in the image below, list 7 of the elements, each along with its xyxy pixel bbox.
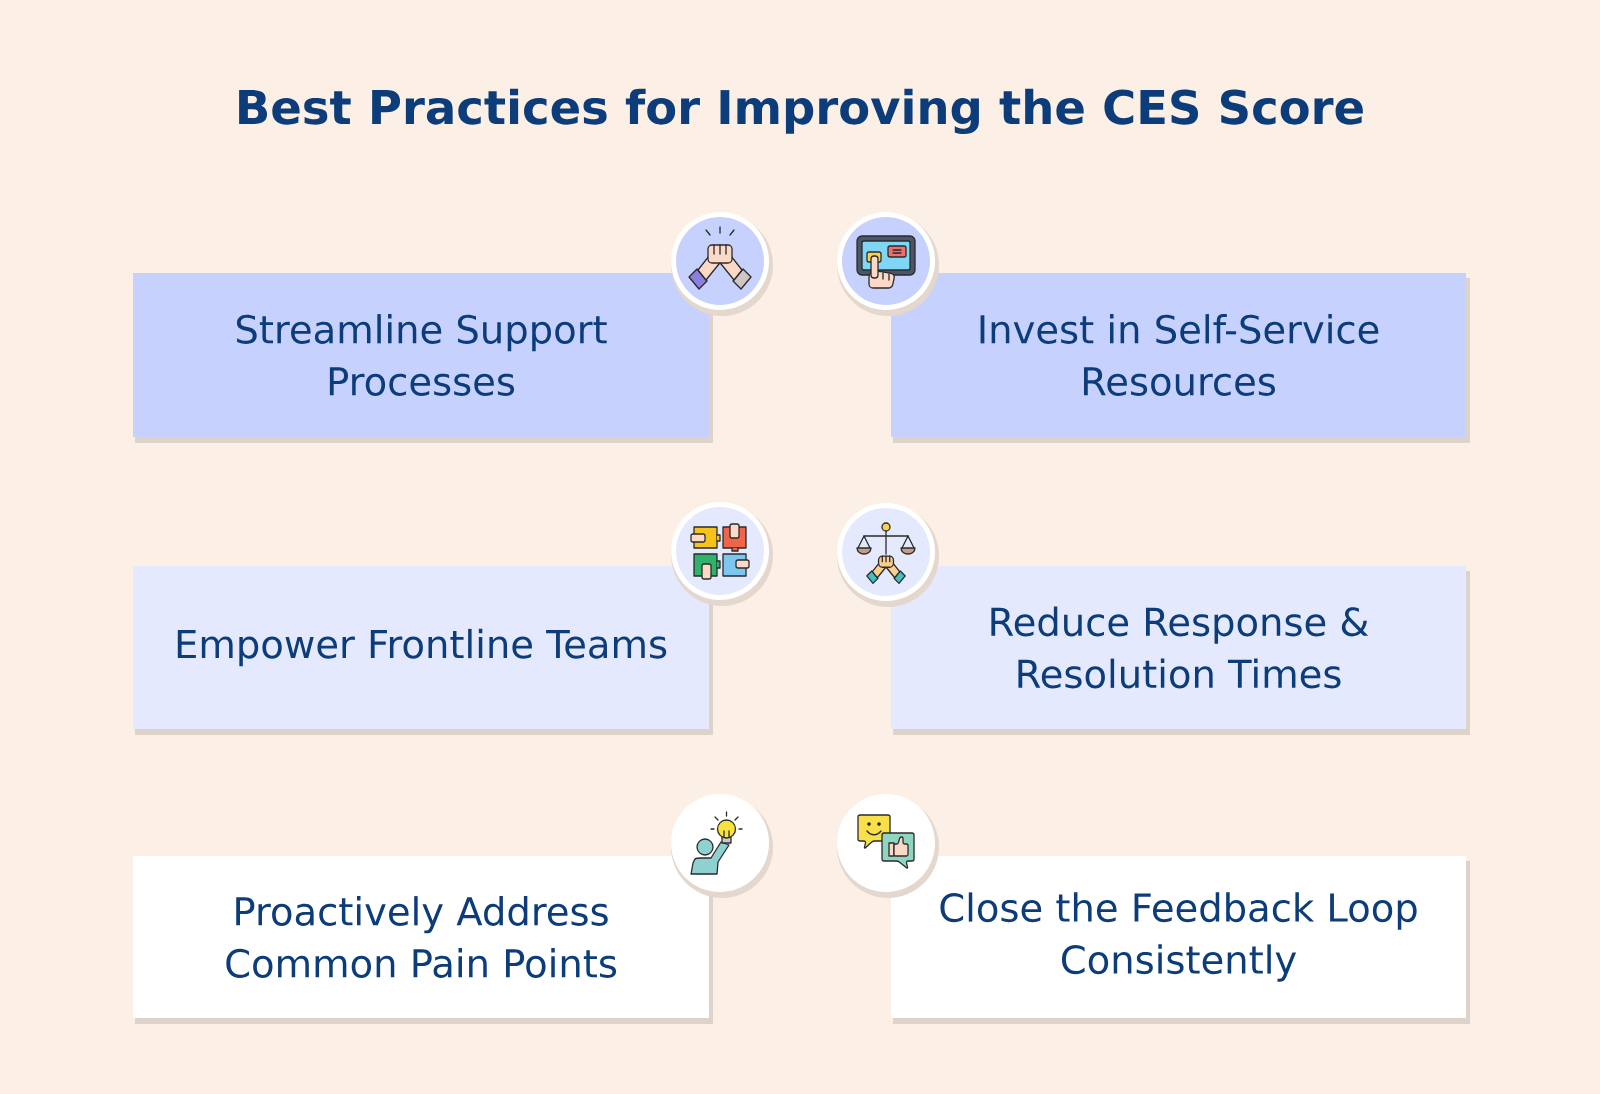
practice-box: Reduce Response & Resolution Times <box>891 566 1470 735</box>
practice-box: Streamline Support Processes <box>133 273 713 443</box>
practice-box: Close the Feedback Loop Consistently <box>891 856 1470 1024</box>
title: Best Practices for Improving the CES Score <box>239 88 1363 135</box>
practice-box: Proactively Address Common Pain Points <box>133 856 713 1024</box>
practice-box: Empower Frontline Teams <box>133 566 713 735</box>
practice-box: Invest in Self-Service Resources <box>891 273 1470 443</box>
